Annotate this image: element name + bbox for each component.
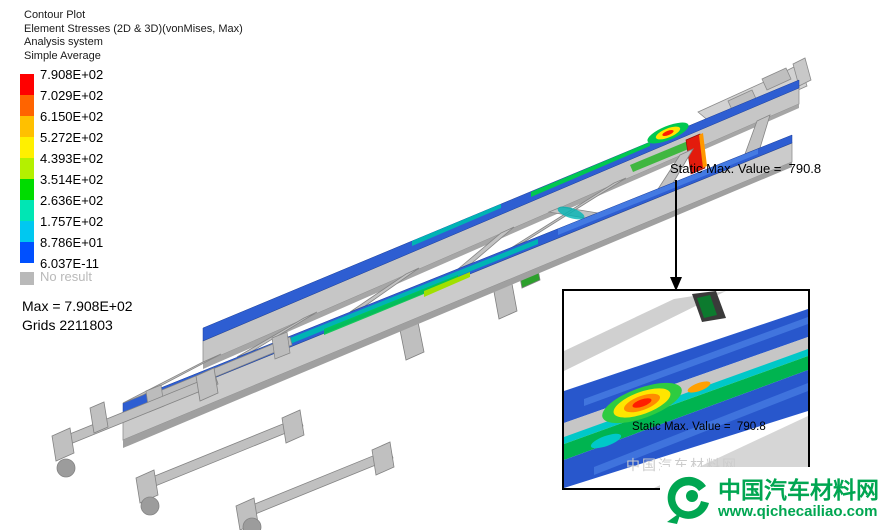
stress-hotspot (630, 122, 707, 175)
brace-stress-patch (557, 206, 585, 220)
analysis-system-label: Analysis system (24, 36, 103, 48)
inset-detail-view (564, 291, 808, 488)
inset-static-max-annotation: Static Max. Value = 790.8 (632, 421, 766, 433)
site-watermark: 中国汽车材料网 www.qichecailiao.com (660, 467, 881, 530)
max-grid-line: Grids 2211803 (22, 317, 113, 333)
legend-color-band (20, 200, 34, 221)
watermark-site-name: 中国汽车材料网 (718, 477, 879, 503)
legend-color-band (20, 179, 34, 200)
inset-stress-hotspot (602, 382, 682, 424)
legend-value-label: 6.037E-11 (40, 256, 100, 271)
legend-value-label: 1.757E+02 (40, 214, 104, 229)
legend-value-label: 3.514E+02 (40, 172, 104, 187)
static-max-annotation: Static Max. Value = 790.8 (670, 161, 822, 176)
legend-color-band (20, 221, 34, 242)
legend-value-label: 2.636E+02 (40, 193, 104, 208)
legend-color-band (20, 137, 34, 158)
legend-value-labels: 7.908E+02 7.029E+02 6.150E+02 5.272E+02 4.39… (40, 67, 132, 274)
watermark-text-column: 中国汽车材料网 www.qichecailiao.com (718, 477, 879, 520)
result-stats: Max = 7.908E+02 Grids 2211803 (22, 297, 133, 335)
legend-value-label: 6.150E+02 (40, 109, 104, 124)
legend-color-band (20, 242, 34, 263)
no-result-label: No result (40, 269, 93, 284)
legend-color-band (20, 116, 34, 137)
front-suspension (51, 367, 395, 530)
watermark-site-url: www.qichecailiao.com (718, 503, 878, 520)
legend-value-label: 5.272E+02 (40, 130, 104, 145)
annotation-arrow (670, 180, 682, 291)
legend-value-label: 7.029E+02 (40, 88, 104, 103)
contour-plot-title: Contour Plot (24, 9, 86, 21)
legend-value-label: 7.908E+02 (40, 67, 104, 82)
max-value-line: Max = 7.908E+02 (22, 298, 133, 314)
no-result-swatch (20, 272, 34, 285)
averaging-label: Simple Average (24, 49, 101, 62)
zoom-inset: Static Max. Value = 790.8 中国汽车材料网 (562, 289, 810, 490)
qichecailiao-logo-icon (667, 476, 709, 524)
result-type-label: Element Stresses (2D & 3D)(vonMises, Max… (24, 22, 243, 35)
legend-color-band (20, 158, 34, 179)
legend-color-band (20, 74, 34, 95)
legend-value-label: 8.786E+01 (40, 235, 104, 250)
legend-colorbar (20, 74, 34, 263)
contour-info-block: Contour Plot Element Stresses (2D & 3D)(… (24, 9, 243, 63)
legend-color-band (20, 95, 34, 116)
legend-value-label: 4.393E+02 (40, 151, 104, 166)
